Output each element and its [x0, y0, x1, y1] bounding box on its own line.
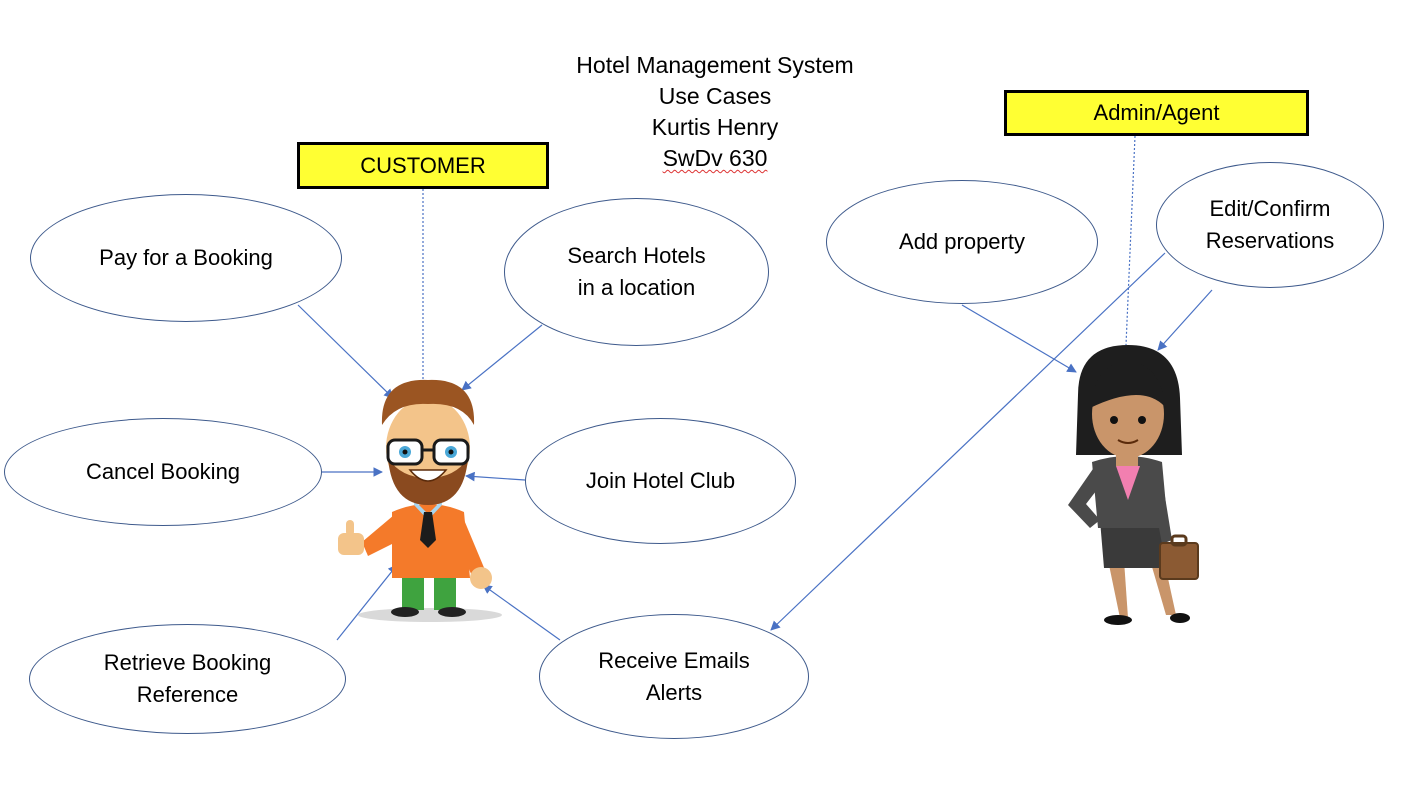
customer-mouth — [408, 469, 448, 482]
arrow-add-property — [961, 304, 1077, 373]
admin-actor-label: Admin/Agent — [1004, 90, 1309, 136]
title-line-4: SwDv 630 — [540, 143, 890, 174]
customer-actor-label: CUSTOMER — [297, 142, 549, 189]
customer-right-hand — [470, 567, 492, 589]
customer-right-arm — [454, 515, 485, 576]
arrow-receive-alerts — [482, 584, 561, 641]
diagram-title: Hotel Management System Use Cases Kurtis… — [540, 50, 890, 174]
usecase-pay-booking-label: Pay for a Booking — [99, 245, 273, 270]
usecase-edit-reservations-label: Edit/Confirm Reservations — [1205, 196, 1335, 253]
usecase-search-hotels[interactable]: Search Hotels in a location — [504, 198, 769, 346]
admin-legs — [1104, 560, 1190, 625]
title-line-3: Kurtis Henry — [651, 114, 779, 140]
usecase-add-property-label: Add property — [899, 229, 1025, 254]
customer-tie — [420, 512, 436, 548]
usecase-retrieve-reference-label: Retrieve Booking Reference — [103, 650, 272, 707]
customer-left-arm — [362, 515, 400, 556]
title-line-1: Hotel Management System — [576, 52, 854, 78]
usecase-add-property[interactable]: Add property — [826, 180, 1098, 304]
admin-skirt — [1100, 520, 1168, 568]
arrow-retrieve-reference — [336, 564, 398, 641]
customer-figure — [338, 379, 502, 622]
usecase-join-club[interactable]: Join Hotel Club — [525, 418, 796, 544]
usecase-join-club-label: Join Hotel Club — [585, 468, 736, 493]
admin-left-arm — [1068, 466, 1106, 528]
admin-figure — [1068, 345, 1199, 625]
usecase-retrieve-reference[interactable]: Retrieve Booking Reference — [29, 624, 346, 734]
customer-face — [386, 398, 470, 498]
usecase-pay-booking[interactable]: Pay for a Booking — [30, 194, 342, 322]
title-line-2: Use Cases — [658, 83, 772, 109]
customer-shadow — [358, 608, 502, 622]
arrow-edit-reservations — [1157, 289, 1213, 351]
usecase-search-hotels-label: Search Hotels in a location — [567, 243, 706, 300]
arrow-join-club — [465, 471, 526, 482]
customer-hair — [381, 379, 475, 425]
usecase-receive-alerts-label: Receive Emails Alerts — [598, 647, 750, 705]
title-line-4-text: SwDv 630 — [662, 145, 768, 171]
admin-bangs — [1090, 361, 1166, 408]
usecase-cancel-booking[interactable]: Cancel Booking — [4, 418, 322, 526]
usecase-cancel-booking-label: Cancel Booking — [85, 459, 241, 484]
customer-thumb-hand — [338, 533, 364, 555]
admin-blouse — [1116, 466, 1140, 500]
briefcase-icon — [1159, 542, 1199, 580]
usecase-edit-reservations[interactable]: Edit/Confirm Reservations — [1156, 162, 1384, 288]
usecase-receive-alerts[interactable]: Receive Emails Alerts — [539, 614, 809, 739]
admin-dotted-link — [1125, 135, 1136, 346]
admin-right-arm — [1150, 466, 1172, 544]
arrow-pay-booking — [297, 304, 394, 399]
arrow-search-hotels — [461, 324, 543, 391]
arrow-admin-alerts — [770, 252, 1166, 631]
